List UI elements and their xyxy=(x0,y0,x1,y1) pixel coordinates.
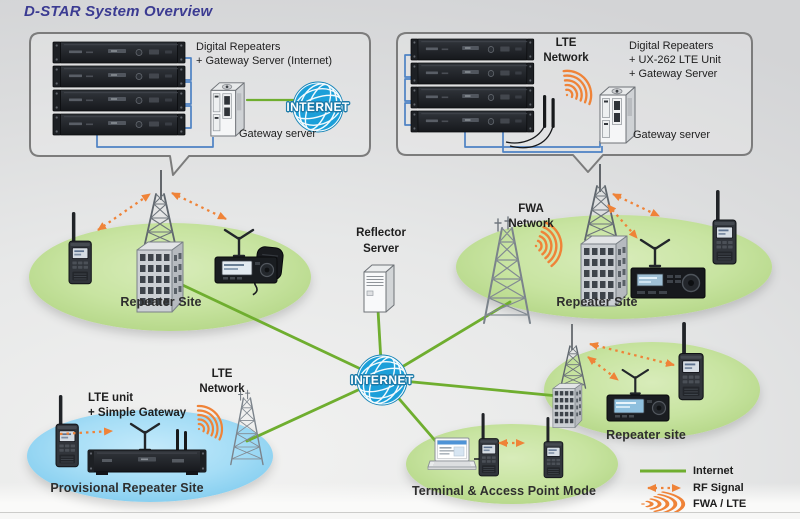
rf-arrow xyxy=(612,192,660,218)
gateway-server-label-right: Gateway server xyxy=(633,129,711,141)
fwa-network-label: FWA Network xyxy=(508,202,553,232)
site-label-provisional: Provisional Repeater Site xyxy=(50,481,204,495)
mobile-radio xyxy=(214,256,278,284)
caption-line: Digital Repeaters xyxy=(196,41,281,53)
internet-globe-label-small: INTERNET xyxy=(286,100,350,114)
laptop xyxy=(427,437,477,470)
caption-line: Network xyxy=(543,52,589,64)
handheld-radio xyxy=(68,211,92,285)
reflector-server xyxy=(363,264,395,313)
rf-arrow xyxy=(97,193,151,231)
legend-internet-label: Internet xyxy=(693,465,734,477)
caption-line: Server xyxy=(363,242,399,255)
left-box-caption: Digital Repeaters + Gateway Server (Inte… xyxy=(196,40,332,68)
caption-line: LTE xyxy=(555,37,577,49)
lte-antennas-right-box xyxy=(505,95,555,149)
caption-line: Network xyxy=(199,383,245,395)
site-label-fwa-repeater: Repeater Site xyxy=(556,295,638,309)
caption-line: + UX-262 LTE Unit xyxy=(629,54,721,66)
caption-line: + Gateway Server xyxy=(629,68,718,80)
caption-line: + Gateway Server (Internet) xyxy=(196,55,333,67)
right-box-caption: Digital Repeaters + UX-262 LTE Unit + Ga… xyxy=(629,39,721,81)
base-station-radio xyxy=(630,267,706,299)
caption-line: Digital Repeaters xyxy=(629,40,714,52)
caption-line: Network xyxy=(508,218,554,230)
lte-unit-label: LTE unit + Simple Gateway xyxy=(88,391,186,421)
handheld-radio xyxy=(678,321,704,401)
internet-globe-label-center: INTERNET xyxy=(350,373,414,387)
rf-arrow xyxy=(589,342,675,367)
page-title: D-STAR System Overview xyxy=(24,3,213,20)
legend-rf-label: RF Signal xyxy=(693,482,744,494)
legend-fwa-label: FWA / LTE xyxy=(693,498,747,510)
rf-arrow xyxy=(171,191,227,221)
caption-line: LTE xyxy=(211,368,233,380)
site-label-left-repeater: Repeater Site xyxy=(120,295,202,309)
caption-line: LTE unit xyxy=(88,392,134,404)
caption-line: + Simple Gateway xyxy=(88,407,187,419)
mobile-radio xyxy=(606,394,670,422)
rack-wire-left xyxy=(96,132,214,148)
bottom-edge-strip xyxy=(0,512,800,519)
internet-line-lower-right-site xyxy=(380,377,560,398)
rack-brackets-right xyxy=(404,54,411,126)
rack-brackets-left xyxy=(185,57,192,129)
lte-network-label-provisional: LTE Network xyxy=(199,367,244,397)
lte-network-label-right-box: LTE Network xyxy=(543,36,588,66)
handheld-radio xyxy=(478,412,499,477)
reflector-server-label: Reflector Server xyxy=(356,226,406,257)
rf-arrow xyxy=(59,427,113,436)
rf-arrow xyxy=(607,204,638,239)
repeater-building xyxy=(552,383,583,428)
caption-line: Reflector xyxy=(356,227,406,239)
gateway-server-label-left: Gateway server xyxy=(239,128,317,140)
internet-line-left-site xyxy=(172,279,384,381)
site-label-lower-right-repeater: Repeater site xyxy=(606,428,686,442)
provisional-repeater-unit xyxy=(87,449,207,476)
caption-line: FWA xyxy=(518,203,544,215)
rack-wire-right-2 xyxy=(502,132,603,153)
handheld-radio xyxy=(55,394,79,468)
handheld-radio xyxy=(712,189,737,265)
site-label-terminal: Terminal & Access Point Mode xyxy=(411,484,597,498)
lte-antennas-provisional xyxy=(176,429,187,452)
gateway-server-right xyxy=(599,86,636,144)
rf-signal-arrows xyxy=(59,191,675,447)
